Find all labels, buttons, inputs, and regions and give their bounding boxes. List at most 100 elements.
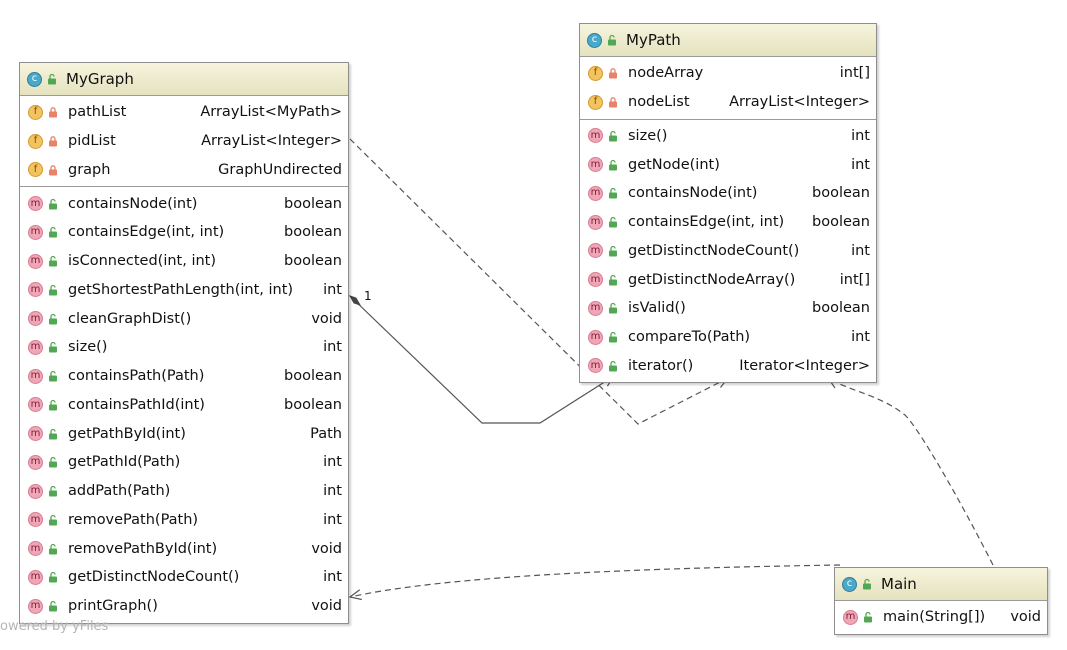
return-type: boolean <box>284 224 342 241</box>
class-header: c MyPath <box>580 24 876 57</box>
return-type: int <box>323 339 342 356</box>
method-name: isValid() <box>628 300 686 317</box>
method-row[interactable]: m size() int <box>580 122 876 151</box>
field-name: graph <box>68 161 111 178</box>
field-icon: f <box>588 65 603 81</box>
return-type: boolean <box>284 195 342 212</box>
method-icon: m <box>588 214 603 230</box>
method-name: printGraph() <box>68 598 158 615</box>
method-icon: m <box>28 569 43 585</box>
lock-icon <box>49 136 57 147</box>
field-name: nodeList <box>628 94 690 111</box>
return-type: void <box>311 310 342 327</box>
method-icon: m <box>28 339 43 355</box>
method-icon: m <box>28 311 43 327</box>
method-icon: m <box>843 609 858 625</box>
field-icon: f <box>28 162 43 178</box>
return-type: int[] <box>839 271 870 288</box>
method-name: containsEdge(int, int) <box>68 224 225 241</box>
unlock-icon <box>609 188 617 199</box>
method-name: containsPathId(int) <box>68 396 205 413</box>
method-icon: m <box>28 598 43 614</box>
unlock-icon <box>49 342 57 353</box>
method-icon: m <box>28 541 43 557</box>
method-icon: m <box>28 253 43 269</box>
unlock-icon <box>609 130 617 142</box>
unlock-icon <box>49 600 57 612</box>
lock-icon <box>609 97 617 108</box>
composition-edge <box>349 295 616 424</box>
unlock-icon <box>49 572 57 583</box>
dependency-edge-main-mypath <box>826 377 994 566</box>
class-name: MyPath <box>626 31 681 49</box>
unlock-icon <box>609 245 617 257</box>
unlock-icon <box>49 514 57 526</box>
unlock-icon <box>609 159 617 171</box>
unlock-icon <box>49 428 57 440</box>
method-icon: m <box>588 185 603 201</box>
field-name: pathList <box>68 104 127 121</box>
unlock-icon <box>49 313 57 325</box>
return-type: int <box>851 127 870 144</box>
field-icon: f <box>588 94 603 110</box>
method-icon: m <box>588 128 603 144</box>
return-type: Iterator<Integer> <box>739 357 870 374</box>
method-name: size() <box>628 127 668 144</box>
method-name: getDistinctNodeCount() <box>628 242 800 259</box>
unlock-icon <box>49 284 57 296</box>
return-type: int <box>851 329 870 346</box>
unlock-icon <box>49 543 57 555</box>
lock-icon <box>49 107 57 118</box>
method-name: getNode(int) <box>628 156 720 173</box>
method-icon: m <box>28 397 43 413</box>
lock-icon <box>49 165 57 176</box>
method-icon: m <box>28 196 43 212</box>
yfiles-watermark: owered by yFiles <box>0 619 109 634</box>
unlock-icon <box>49 198 57 210</box>
unlock-icon <box>609 274 617 286</box>
unlock-icon <box>49 399 57 411</box>
method-name: main(String[]) <box>883 609 986 626</box>
method-icon: m <box>588 329 603 345</box>
field-icon: f <box>28 133 43 149</box>
unlock-icon <box>864 612 872 623</box>
method-name: removePath(Path) <box>68 511 199 528</box>
method-icon: m <box>588 358 603 374</box>
class-header: c MyGraph <box>20 63 348 96</box>
